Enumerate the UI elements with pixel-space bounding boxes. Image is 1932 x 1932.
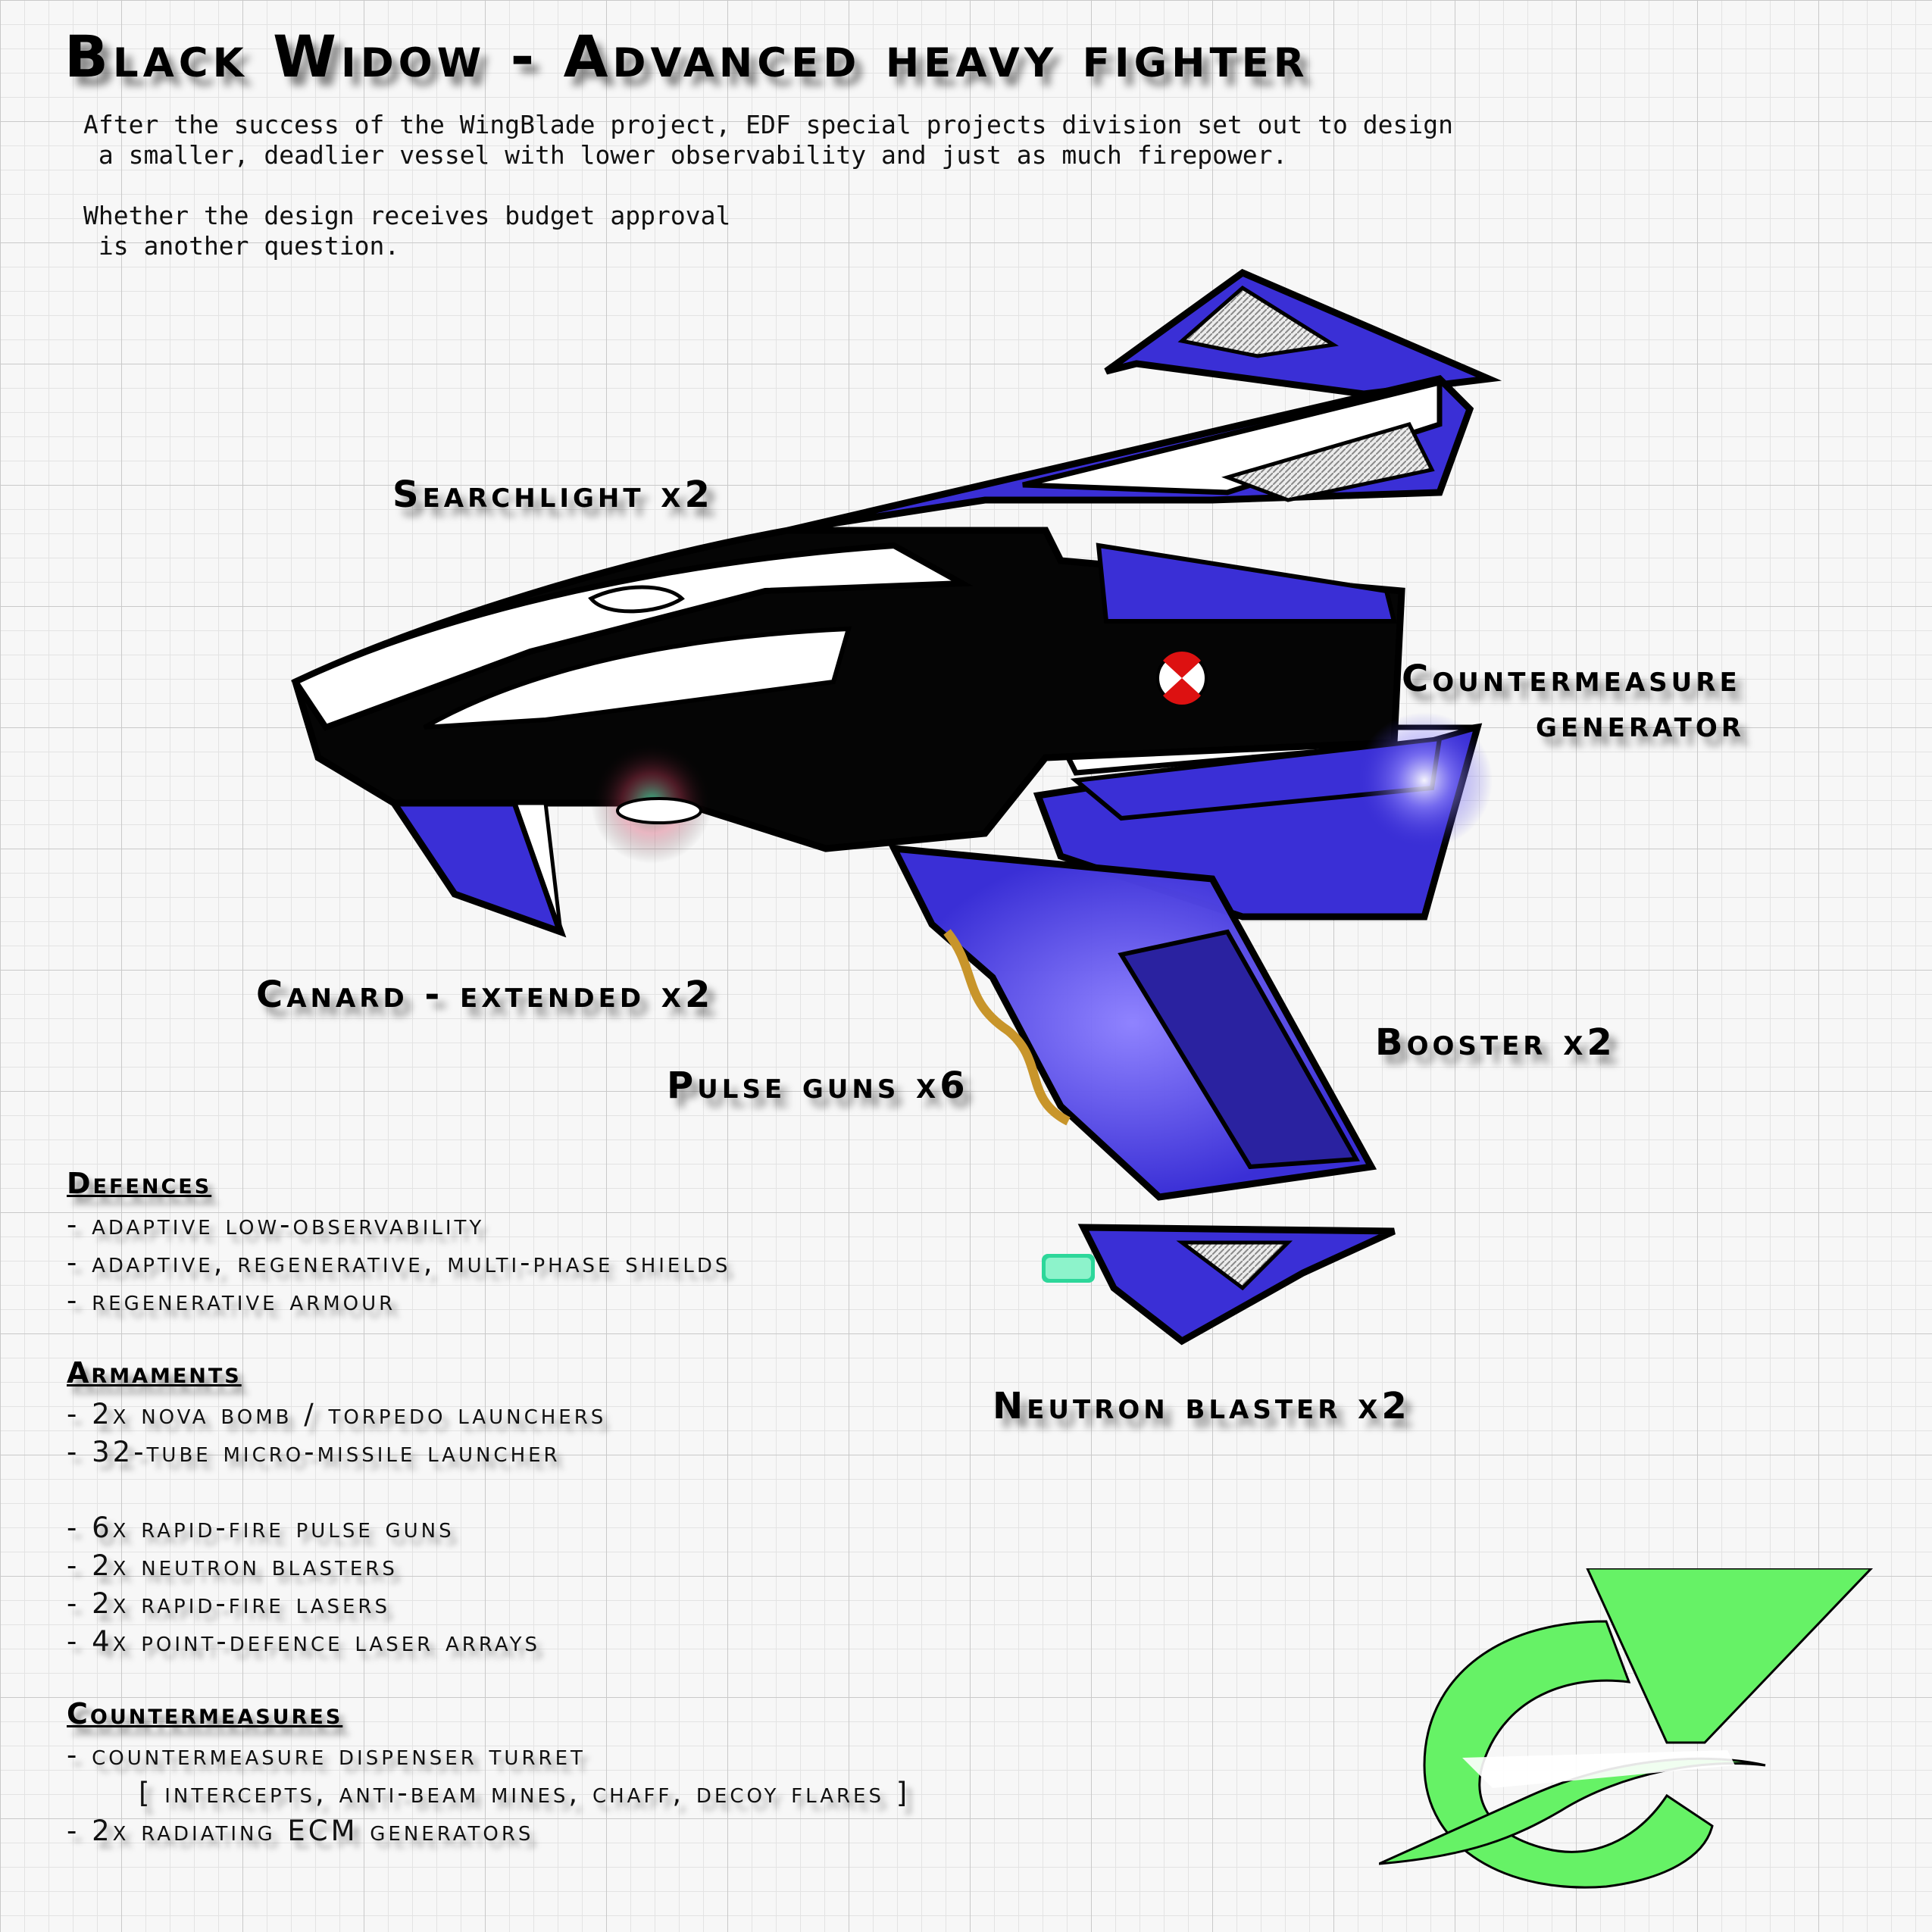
upper-wing — [786, 375, 1474, 534]
callout-searchlight: Searchlight x2 — [392, 474, 714, 516]
insignia-icon — [1156, 651, 1208, 705]
list-item: - 4x point-defence laser arrays — [67, 1625, 540, 1658]
callout-canard: Canard - extended x2 — [256, 974, 714, 1016]
list-item: - regenerative armour — [67, 1284, 396, 1317]
armaments-heading: Armaments — [67, 1356, 242, 1390]
list-item: - adaptive low-observability — [67, 1208, 485, 1241]
upper-fin — [1104, 268, 1502, 398]
intro-paragraph-1: After the success of the WingBlade proje… — [83, 110, 1453, 170]
list-item: - countermeasure dispenser turret — [67, 1739, 586, 1771]
lower-fuselage — [888, 844, 1377, 1201]
list-item: - 2x nova bomb / torpedo launchers — [67, 1398, 607, 1430]
list-item: [ intercepts, anti-beam mines, chaff, de… — [139, 1777, 911, 1809]
list-item: - 2x radiating ECM generators — [67, 1815, 534, 1847]
callout-neutron-blaster: Neutron blaster x2 — [993, 1385, 1411, 1427]
countermeasures-list: - countermeasure dispenser turret [ inte… — [67, 1737, 910, 1850]
defences-heading: Defences — [67, 1167, 212, 1200]
list-item: - 2x neutron blasters — [67, 1549, 398, 1582]
canard — [387, 799, 567, 938]
callout-countermeasure-line2: generator — [1536, 703, 1745, 746]
list-spacer — [67, 1471, 606, 1509]
main-fuselage — [291, 527, 1405, 852]
callout-pulse-guns: Pulse guns x6 — [667, 1064, 969, 1107]
lower-fin — [1077, 1224, 1396, 1346]
page-title: Black Widow - Advanced heavy fighter — [64, 23, 1309, 90]
booster-glow — [1356, 712, 1493, 849]
countermeasures-heading: Countermeasures — [67, 1697, 343, 1730]
neutron-blaster-glow — [1042, 1254, 1095, 1283]
callout-countermeasure-line1: Countermeasure — [1402, 658, 1741, 700]
edf-logo-icon — [1379, 1568, 1874, 1889]
searchlight-lens — [616, 797, 702, 824]
intro-paragraph-2: Whether the design receives budget appro… — [83, 201, 731, 261]
defences-list: - adaptive low-observability - adaptive,… — [67, 1206, 730, 1320]
list-item: - adaptive, regenerative, multi-phase sh… — [67, 1246, 731, 1279]
list-item: - 32-tube micro-missile launcher — [67, 1436, 561, 1468]
callout-booster: Booster x2 — [1375, 1021, 1616, 1064]
list-item: - 2x rapid-fire lasers — [67, 1587, 390, 1620]
list-item: - 6x rapid-fire pulse guns — [67, 1512, 455, 1544]
armaments-list: - 2x nova bomb / torpedo launchers - 32-… — [67, 1396, 606, 1661]
